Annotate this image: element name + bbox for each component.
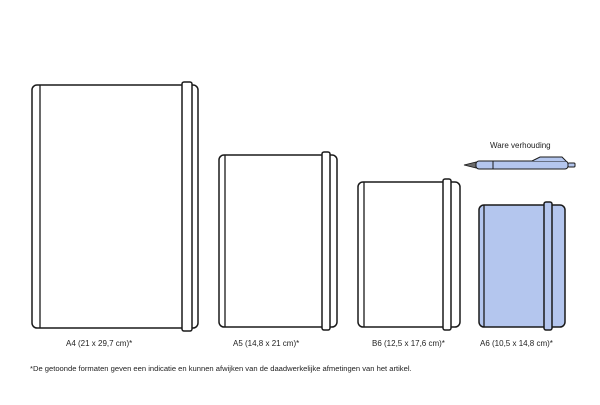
notebook-a6-elastic-band: [543, 201, 553, 331]
notebook-a4: [31, 81, 199, 332]
true-scale-label: Ware verhouding: [490, 141, 551, 150]
notebook-a5-cover: [218, 154, 338, 328]
notebook-a6-caption: A6 (10,5 x 14,8 cm)*: [480, 339, 553, 348]
pen-tip: [463, 161, 477, 169]
disclaimer-text: *De getoonde formaten geven een indicati…: [30, 364, 412, 373]
pen-button: [567, 162, 576, 168]
notebook-a4-elastic-band: [181, 81, 193, 332]
notebook-a5: [218, 151, 338, 331]
pen-clip: [531, 156, 567, 162]
notebook-a6: [478, 201, 566, 331]
pen-body: [475, 160, 569, 170]
notebook-b6-cover: [357, 181, 461, 328]
ballpoint-pen-icon: [463, 156, 576, 170]
notebook-a5-elastic-band: [321, 151, 331, 331]
notebook-b6: [357, 178, 461, 331]
notebook-a4-caption: A4 (21 x 29,7 cm)*: [66, 339, 133, 348]
notebook-a4-cover: [31, 84, 199, 329]
notebook-b6-elastic-band: [442, 178, 452, 331]
notebook-a5-caption: A5 (14,8 x 21 cm)*: [233, 339, 300, 348]
notebook-b6-caption: B6 (12,5 x 17,6 cm)*: [372, 339, 445, 348]
